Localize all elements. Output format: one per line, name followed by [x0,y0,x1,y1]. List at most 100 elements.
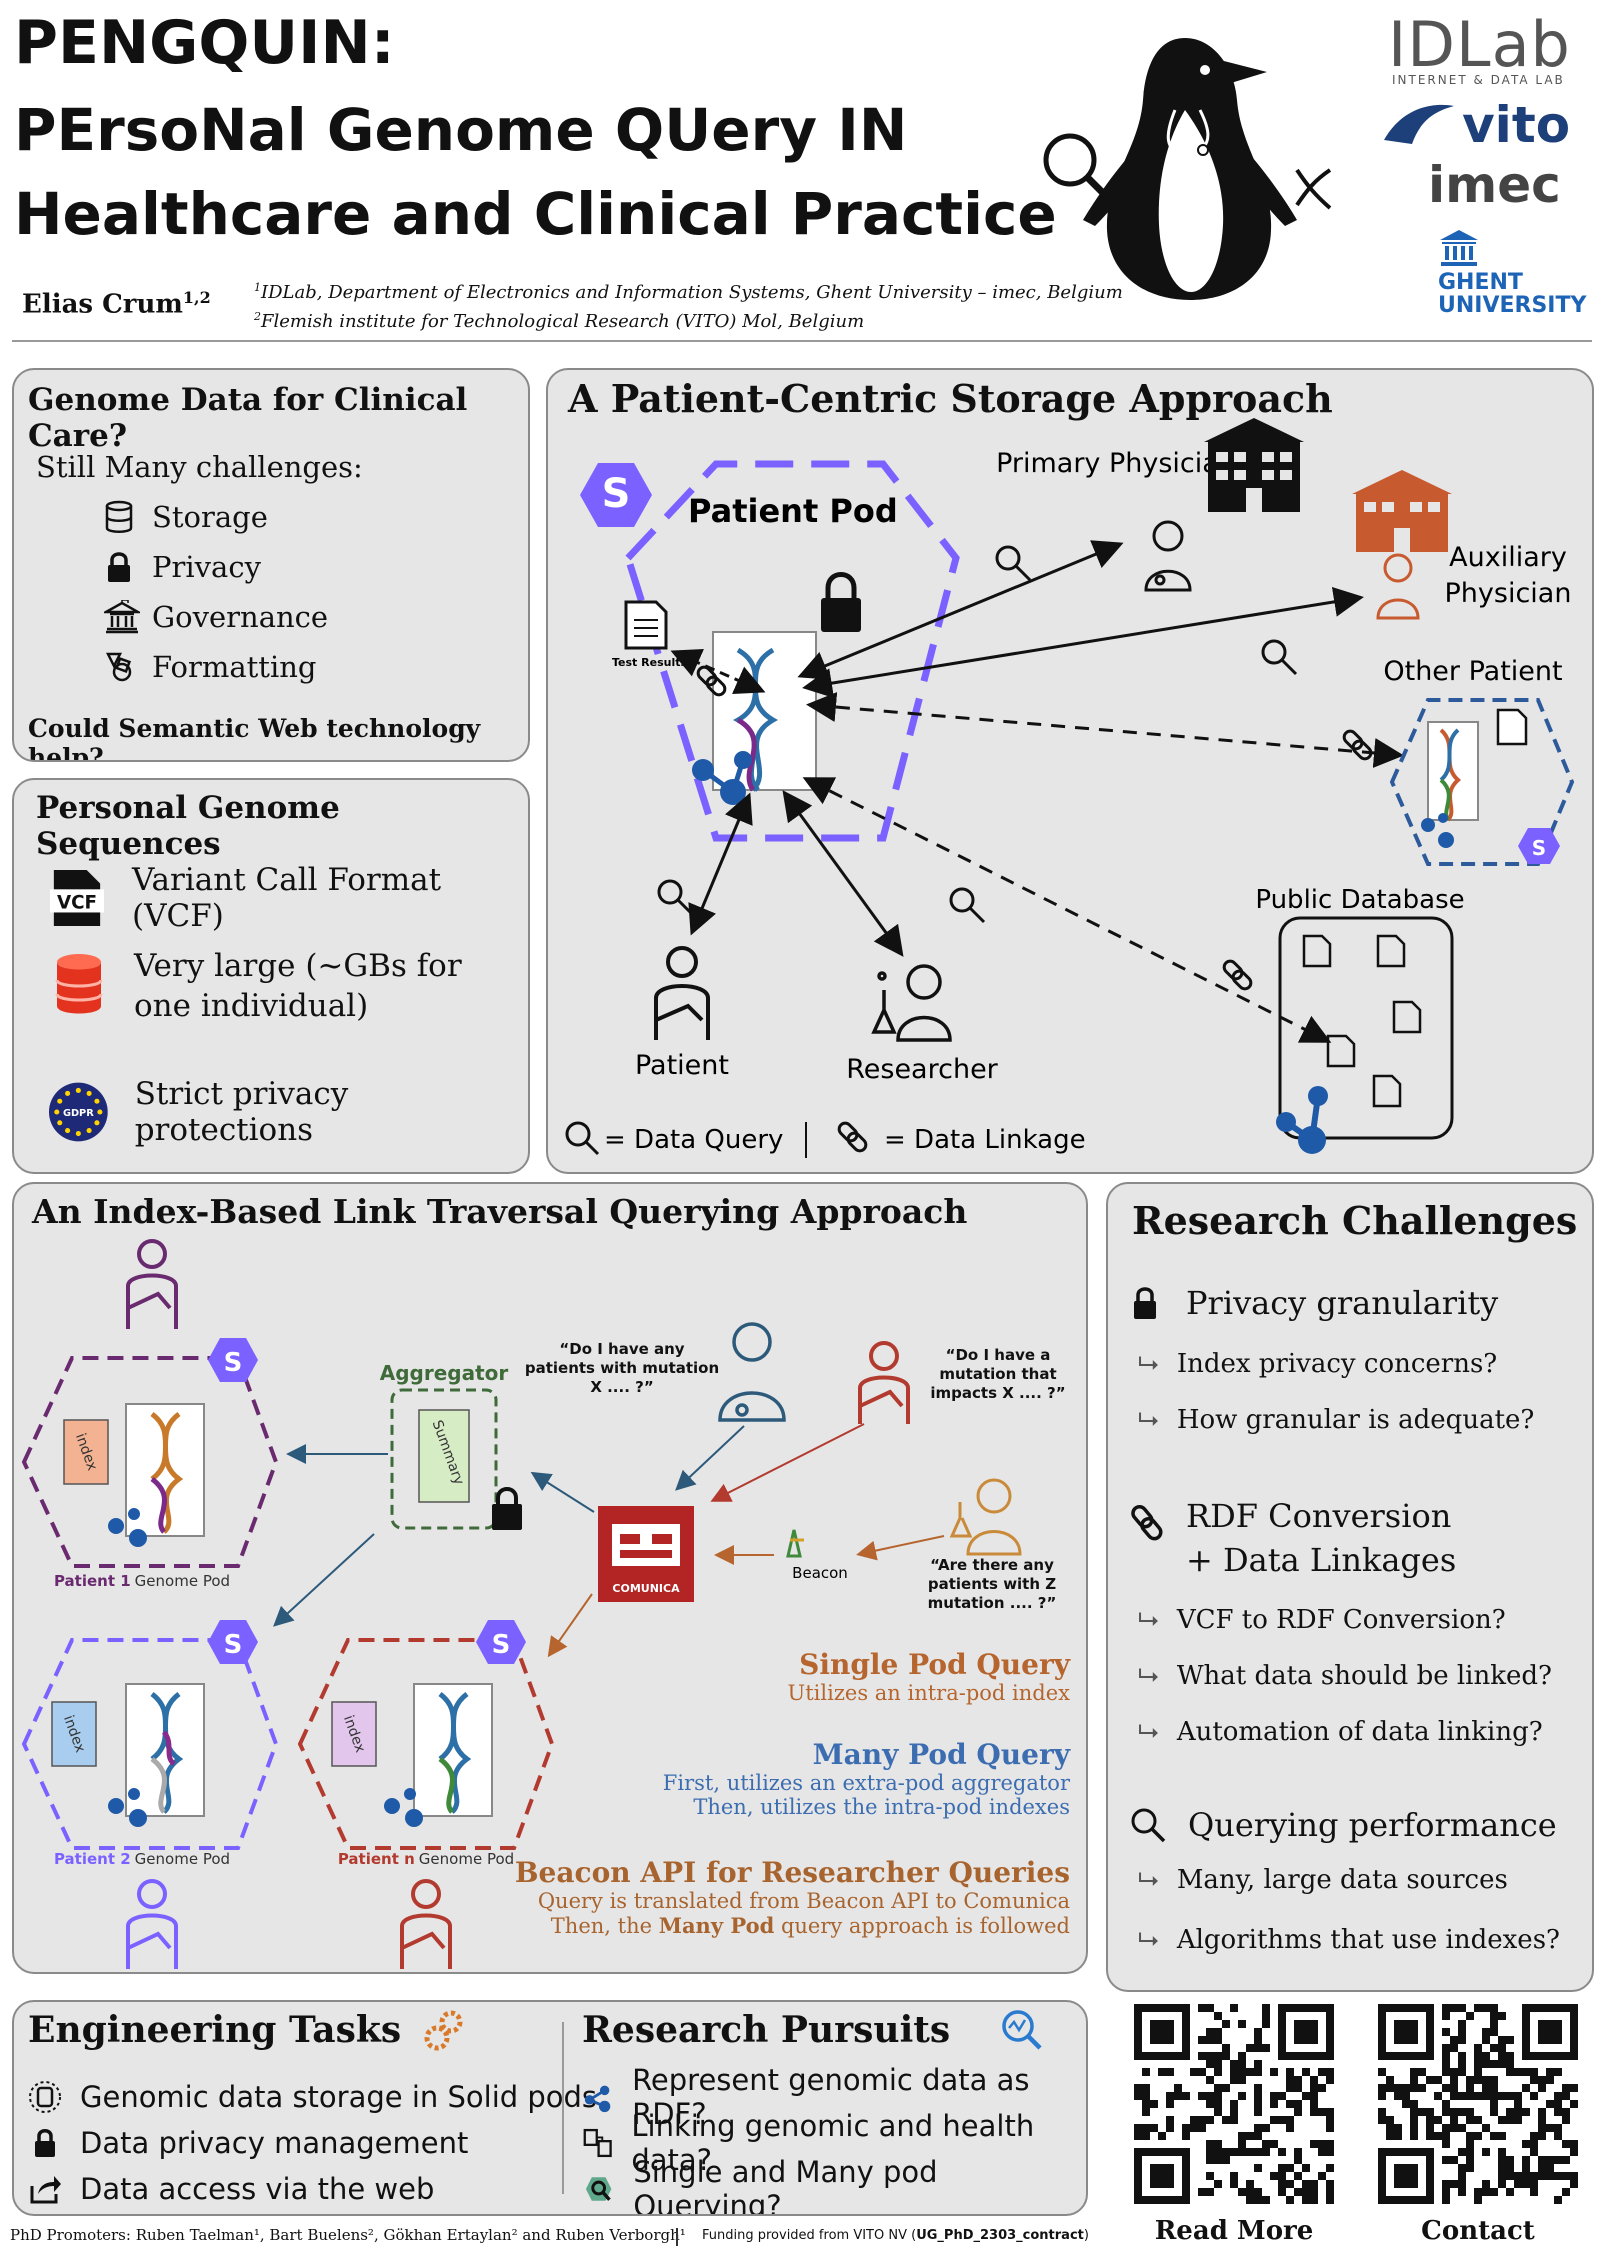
aggregator-label: Aggregator [380,1361,509,1385]
patient-centric-title: A Patient-Centric Storage Approach [568,376,1333,421]
personal-genome-title: Personal Genome Sequences [36,790,340,862]
pod-query-icon [585,2177,612,2201]
beacon-section: Beacon API for Researcher Queries Query … [514,1856,1070,1938]
poster-title: PENGQUIN: [14,8,395,78]
engineering-title-row: Engineering Tasks [28,2008,467,2052]
index-based-panel: An Index-Based Link Traversal Querying A… [12,1182,1088,1974]
linked-docs-icon [583,2128,612,2158]
lock-icon [821,572,861,632]
hospital-icon [1204,418,1304,512]
aggregator-box [390,1388,498,1530]
search-icon [1131,1808,1166,1843]
qr-contact[interactable]: Contact [1378,2004,1578,2246]
idlab-logo: IDLab INTERNET & DATA LAB [1388,8,1571,87]
solid-logo-icon [580,463,652,527]
link-icon [696,665,727,697]
patient-label: Patient [635,1050,729,1081]
patient-icon [858,1341,910,1424]
poster-subtitle-2: Healthcare and Clinical Practice [14,180,1057,248]
search-analytics-icon [1002,2010,1042,2050]
physician-quote: “Do I have any patients with mutation X … [524,1340,720,1396]
svg-text:S: S [492,1630,511,1660]
tasks-panel: Engineering Tasks Genomic data storage i… [12,2000,1088,2216]
test-results-label: Test Results [612,656,687,669]
challenge-item: Formatting [104,642,328,692]
challenge-item: Storage [104,492,328,542]
researcher-quote: “Are there any patients with Z mutation … [927,1556,1057,1612]
challenge-group-query: Querying performance ⮡Many, large data s… [1130,1806,1560,1970]
database-icon [105,500,133,533]
sub-arrow-icon: ⮡ [1138,1864,1159,1895]
public-database-label: Public Database [1255,885,1464,915]
other-patient-label: Other Patient [1383,656,1562,687]
beacon-icon [786,1529,804,1558]
rdf-icon [584,2085,611,2113]
solid-logo-icon [208,1338,258,1382]
patient-centric-diagram: S Patient Pod Test Results Primary Physi… [565,418,1575,1158]
solid-logo-icon [1518,828,1560,864]
search-icon [995,545,1032,582]
poster-subtitle-1: PErsoNal Genome QUery IN [14,96,908,164]
doctor-icon [718,1322,786,1422]
sub-arrow-icon: ⮡ [1138,1924,1159,1955]
researcher-icon [871,964,952,1042]
lock-icon [1134,1287,1156,1319]
genome-document-icon [712,631,817,792]
vcf-item: VCF Variant Call Format (VCF) [50,862,528,934]
engineering-list: Genomic data storage in Solid pods Data … [28,2074,597,2212]
pod1-hexagon [21,1356,279,1568]
svg-text:GDPR: GDPR [63,1108,94,1119]
government-building-icon [104,600,140,634]
gdpr-item: GDPR Strict privacy protections [48,1076,528,1148]
sub-arrow-icon: ⮡ [1138,1404,1159,1435]
qr-read-more[interactable]: Read More [1134,2004,1334,2246]
patient-centric-panel: A Patient-Centric Storage Approach S Pat… [546,368,1594,1174]
share-icon [30,2176,61,2204]
research-challenges-title: Research Challenges [1132,1198,1578,1243]
challenge-group-rdf: RDF Conversion + Data Linkages ⮡VCF to R… [1130,1497,1552,1760]
link-icon [1342,729,1373,761]
sub-arrow-icon: ⮡ [1138,1604,1159,1635]
gears-icon [424,2010,463,2051]
gdpr-icon: GDPR [48,1082,108,1142]
link-icon [1131,1504,1163,1541]
legend-query-label: = Data Query [604,1125,783,1155]
research-pursuits-title-row: Research Pursuits [582,2008,1044,2052]
svg-text:VCF: VCF [57,893,97,914]
affiliations: 1IDLab, Department of Electronics and In… [254,281,1123,332]
challenge-list: Storage Privacy Governance Formatting [104,492,328,692]
single-pod-section: Single Pod Query Utilizes an intra-pod i… [787,1648,1070,1705]
sub-arrow-icon: ⮡ [1138,1660,1159,1691]
challenge-group-privacy: Privacy granularity ⮡Index privacy conce… [1130,1284,1534,1448]
primary-physician-label: Primary Physician [996,448,1236,479]
genome-data-panel: Genome Data for Clinical Care? Still Man… [12,368,530,762]
personal-genome-panel: Personal Genome Sequences VCF Variant Ca… [12,778,530,1174]
qr-code-contact-icon[interactable] [1378,2004,1578,2204]
vito-swoosh-icon [1384,104,1454,144]
beacon-label: Beacon [792,1564,848,1582]
solid-logo-icon [476,1620,526,1664]
footer-divider [676,2228,678,2246]
aux-line-2: Physician [1445,578,1572,609]
search-icon [949,887,986,924]
link-icon [837,1121,868,1153]
lock-icon [35,2129,55,2157]
shapes-icon [105,652,132,682]
patient-pod-label: Patient Pod [688,492,898,530]
genome-data-question: Could Semantic Web technology help? [28,714,481,762]
patient-quote: “Do I have a mutation that impacts X ...… [930,1346,1066,1402]
patient-icon [126,1239,178,1329]
svg-text:S: S [1532,836,1546,860]
author: Elias Crum1,2 [22,288,211,320]
qr-code-read-more-icon[interactable] [1134,2004,1334,2204]
genome-data-title: Genome Data for Clinical Care? [28,382,468,454]
lock-icon [492,1487,522,1530]
ghent-university-logo: GHENT UNIVERSITY [1438,228,1586,318]
doctor-icon [1376,553,1420,620]
research-challenges-panel: Research Challenges Privacy granularity … [1106,1182,1594,1992]
red-database-icon [55,954,103,1014]
